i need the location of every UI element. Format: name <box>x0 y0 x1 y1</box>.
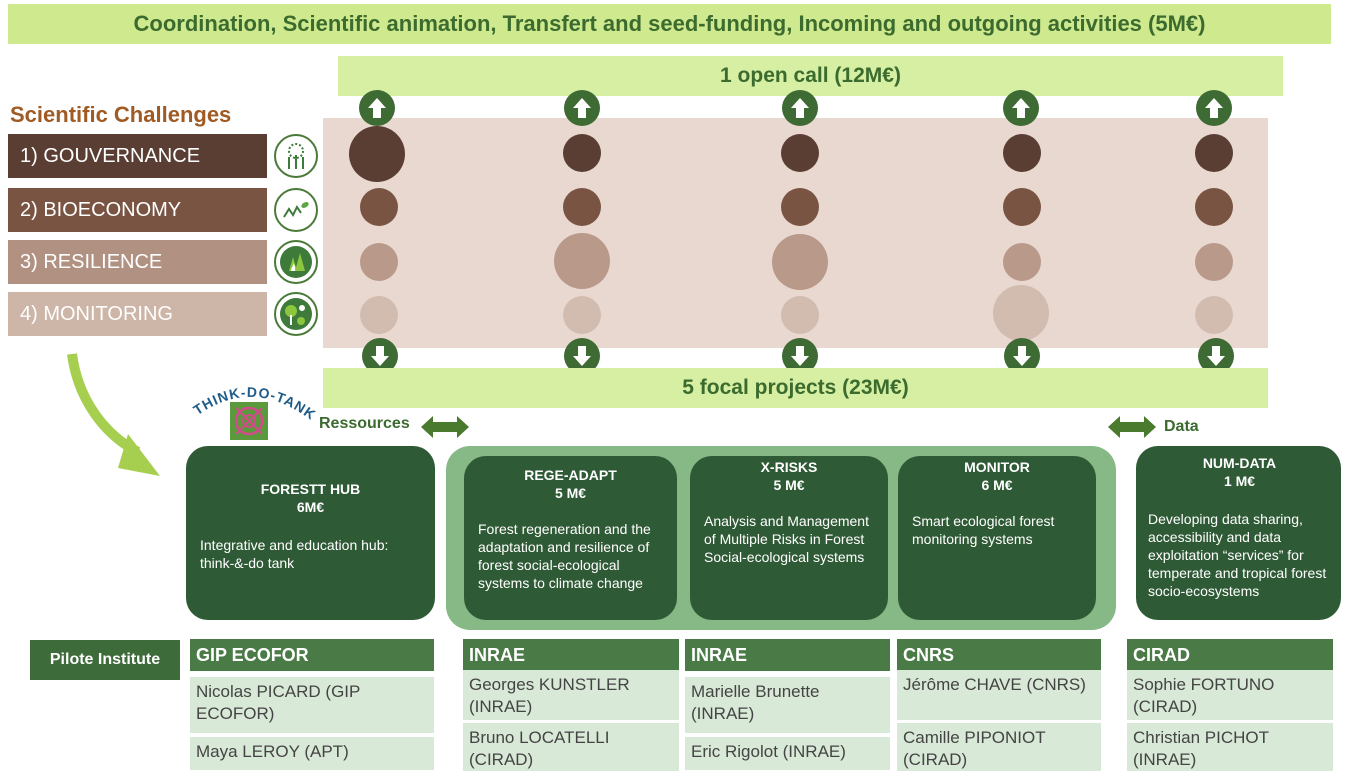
matrix-dot-gouvernance-5 <box>1195 134 1233 172</box>
project-desc: Integrative and education hub: think-&-d… <box>200 537 389 571</box>
curved-arrow-icon <box>67 353 160 476</box>
people-tree-icon <box>274 134 318 178</box>
matrix-dot-gouvernance-3 <box>781 134 819 172</box>
matrix-dot-bioeconomy-3 <box>781 188 819 226</box>
project-budget: 5 M€ <box>554 485 587 501</box>
matrix-dot-gouvernance-1 <box>349 126 405 182</box>
arrow-up-icon <box>564 90 600 126</box>
matrix-dot-bioeconomy-1 <box>360 188 398 226</box>
project-budget: 1 M€ <box>1223 473 1256 489</box>
growth-line-icon <box>274 188 318 232</box>
pilot-institute-label: Pilote Institute <box>30 640 180 680</box>
project-title: NUM-DATA <box>1202 455 1277 471</box>
matrix-dot-bioeconomy-5 <box>1195 188 1233 226</box>
matrix-dot-resilience-4 <box>1003 243 1041 281</box>
institute-header: INRAE <box>463 639 679 671</box>
project-num-data: NUM-DATA 1 M€ Developing data sharing, a… <box>1136 446 1341 620</box>
project-forestt-hub: FORESTT HUB 6M€ Integrative and educatio… <box>186 446 435 620</box>
challenge-monitoring: 4) MONITORING <box>8 292 267 336</box>
challenge-gouvernance: 1) GOUVERNANCE <box>8 134 267 178</box>
matrix-dot-gouvernance-4 <box>1003 134 1041 172</box>
matrix-dot-bioeconomy-2 <box>563 188 601 226</box>
person-entry: Maya LEROY (APT) <box>190 737 434 770</box>
forest-fire-icon <box>274 240 318 284</box>
person-entry: Jérôme CHAVE (CNRS) <box>897 670 1101 720</box>
institute-header: INRAE <box>685 639 890 671</box>
scientific-challenges-title: Scientific Challenges <box>10 102 232 127</box>
arrow-up-icon <box>782 90 818 126</box>
project-desc: Developing data sharing, accessibility a… <box>1148 511 1327 599</box>
matrix-dot-monitoring-4 <box>993 285 1049 341</box>
project-budget: 6M€ <box>296 499 325 515</box>
person-entry: Eric Rigolot (INRAE) <box>685 737 890 770</box>
open-call-bar: 1 open call (12M€) <box>338 56 1283 96</box>
person-entry: Sophie FORTUNO (CIRAD) <box>1127 670 1333 720</box>
project-desc: Forest regeneration and the adaptation a… <box>478 521 651 591</box>
person-entry: Marielle Brunette (INRAE) <box>685 677 890 733</box>
person-entry: Christian PICHOT (INRAE) <box>1127 723 1333 771</box>
arrow-up-icon <box>1196 90 1232 126</box>
project-title: X-RISKS <box>760 459 818 475</box>
project-title: FORESTT HUB <box>260 481 361 497</box>
person-entry: Camille PIPONIOT (CIRAD) <box>897 723 1101 771</box>
top-banner: Coordination, Scientific animation, Tran… <box>8 4 1331 44</box>
focal-projects-bar: 5 focal projects (23M€) <box>323 368 1268 408</box>
data-label: Data <box>1164 418 1199 435</box>
ressources-label: Ressources <box>319 415 410 432</box>
project-desc: Smart ecological forest monitoring syste… <box>912 513 1055 547</box>
project-budget: 6 M€ <box>981 477 1013 493</box>
challenge-resilience: 3) RESILIENCE <box>8 240 267 284</box>
matrix-dot-resilience-2 <box>554 233 610 289</box>
double-arrow-icon <box>1108 416 1156 438</box>
matrix-dot-resilience-5 <box>1195 243 1233 281</box>
project-rege-adapt: REGE-ADAPT 5 M€ Forest regeneration and … <box>464 456 677 620</box>
matrix-dot-monitoring-3 <box>781 296 819 334</box>
matrix-dot-monitoring-1 <box>360 296 398 334</box>
project-monitor: MONITOR 6 M€ Smart ecological forest mon… <box>898 456 1096 620</box>
think-do-tank-logo: THINK-DO-TANK <box>190 384 316 440</box>
matrix-dot-resilience-1 <box>360 243 398 281</box>
matrix-dot-gouvernance-2 <box>563 134 601 172</box>
matrix-dot-bioeconomy-4 <box>1003 188 1041 226</box>
institute-header: CIRAD <box>1127 639 1333 671</box>
person-entry: Georges KUNSTLER (INRAE) <box>463 670 679 720</box>
project-desc: Analysis and Management of Multiple Risk… <box>704 513 869 565</box>
arrow-up-icon <box>359 90 395 126</box>
arrow-up-icon <box>1003 90 1039 126</box>
person-entry: Bruno LOCATELLI (CIRAD) <box>463 723 679 771</box>
sensor-tree-icon <box>274 292 318 336</box>
project-budget: 5 M€ <box>773 477 805 493</box>
institute-header: CNRS <box>897 639 1101 671</box>
project-x-risks: X-RISKS 5 M€ Analysis and Management of … <box>690 456 888 620</box>
matrix-dot-monitoring-5 <box>1195 296 1233 334</box>
project-title: REGE-ADAPT <box>524 467 617 483</box>
challenge-bioeconomy: 2) BIOECONOMY <box>8 188 267 232</box>
project-title: MONITOR <box>964 459 1030 475</box>
institute-header: GIP ECOFOR <box>190 639 434 671</box>
double-arrow-icon <box>421 416 469 438</box>
matrix-dot-monitoring-2 <box>563 296 601 334</box>
person-entry: Nicolas PICARD (GIP ECOFOR) <box>190 677 434 733</box>
matrix-dot-resilience-3 <box>772 234 828 290</box>
